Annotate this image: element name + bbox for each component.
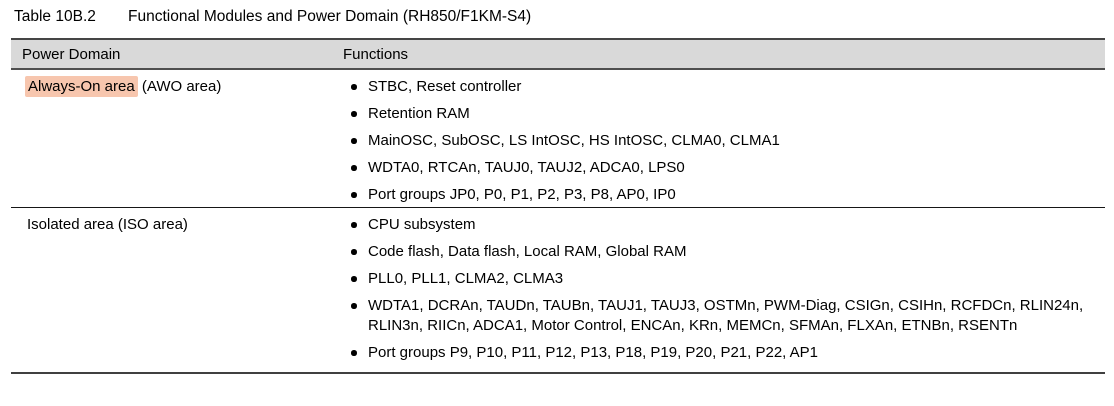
function-item: Code flash, Data flash, Local RAM, Globa… [343,242,1105,262]
table-header-row: Power Domain Functions [11,40,1105,70]
power-domain-label: Always-On area (AWO area) [22,76,332,97]
power-domain-label-suffix: (AWO area) [137,78,222,95]
document-page: Table 10B.2 Functional Modules and Power … [0,0,1114,374]
function-item: STBC, Reset controller [343,77,1105,97]
function-item: MainOSC, SubOSC, LS IntOSC, HS IntOSC, C… [343,131,1105,151]
column-header-functions: Functions [343,45,409,63]
function-item: WDTA0, RTCAn, TAUJ0, TAUJ2, ADCA0, LPS0 [343,158,1105,178]
function-item: WDTA1, DCRAn, TAUDn, TAUBn, TAUJ1, TAUJ3… [343,296,1105,336]
table-row-awo-area: Always-On area (AWO area) STBC, Reset co… [11,70,1105,208]
table-row-iso-area: Isolated area (ISO area) CPU subsystem C… [11,208,1105,372]
power-domain-label: Isolated area (ISO area) [27,216,188,233]
function-item: Port groups JP0, P0, P1, P2, P3, P8, AP0… [343,185,1105,205]
functions-cell: STBC, Reset controller Retention RAM Mai… [332,77,1105,205]
function-item: CPU subsystem [343,215,1105,235]
highlighted-text: Always-On area [25,76,138,97]
column-header-power-domain: Power Domain [22,45,121,63]
functions-cell: CPU subsystem Code flash, Data flash, Lo… [332,215,1105,363]
power-domain-cell: Isolated area (ISO area) [11,215,332,363]
power-domain-cell: Always-On area (AWO area) [11,76,332,205]
function-item: PLL0, PLL1, CLMA2, CLMA3 [343,269,1105,289]
functions-list: STBC, Reset controller Retention RAM Mai… [343,77,1105,205]
table-caption-number: Table 10B.2 [14,8,96,25]
power-domain-table: Power Domain Functions Always-On area (A… [11,38,1105,374]
table-caption-title: Functional Modules and Power Domain (RH8… [128,8,532,25]
function-item: Retention RAM [343,104,1105,124]
functions-list: CPU subsystem Code flash, Data flash, Lo… [343,215,1105,363]
function-item: Port groups P9, P10, P11, P12, P13, P18,… [343,343,1105,363]
table-caption: Table 10B.2 Functional Modules and Power … [0,0,1114,27]
